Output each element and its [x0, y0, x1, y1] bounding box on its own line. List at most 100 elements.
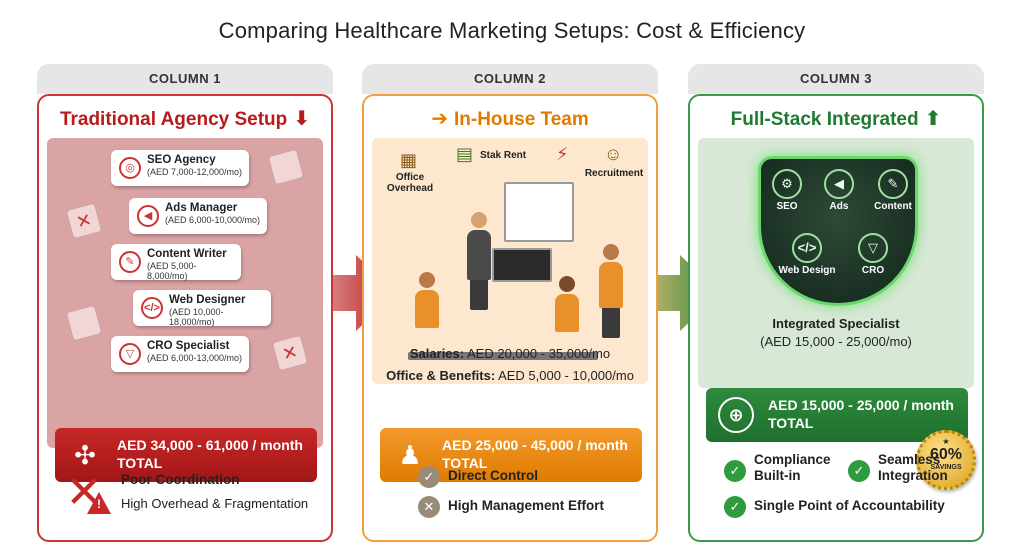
service-content: ✎ Content	[863, 169, 923, 212]
card-cost: (AED 7,000-12,000/mo)	[147, 167, 243, 177]
arrow-down-icon: ⬇	[293, 108, 311, 130]
column-full-stack-integrated: COLUMN 3 Full-Stack Integrated⬆ ⚙ SEO ◀ …	[688, 64, 984, 542]
page-title: Comparing Healthcare Marketing Setups: C…	[218, 18, 806, 43]
bottom-title-text: Poor Coordination	[121, 472, 240, 487]
scene-label-office: Office Overhead	[386, 172, 434, 194]
x-circle-icon: ✕	[418, 496, 440, 518]
puzzle-pieces-icon: ✣	[74, 440, 96, 470]
badge-percent: 60%	[929, 446, 963, 463]
check-circle-icon: ✓	[724, 496, 746, 518]
puzzle-piece-x-icon: ✕	[65, 202, 103, 240]
agency-card-cro: ▽ CRO Specialist (AED 6,000-13,000/mo)	[111, 336, 249, 372]
document-pen-icon: ✎	[878, 169, 908, 199]
total-label: TOTAL	[117, 455, 163, 471]
column-box: Full-Stack Integrated⬆ ⚙ SEO ◀ Ads ✎ Con…	[688, 94, 984, 542]
column-box: Traditional Agency Setup⬇ ✕ ✕ ◎ SEO Agen…	[37, 94, 333, 542]
team-member-man-seated	[552, 276, 582, 332]
globe-network-icon: ⊕	[718, 397, 754, 433]
service-seo: ⚙ SEO	[757, 169, 817, 212]
bottom-item-management-effort: High Management Effort	[448, 498, 604, 513]
column-heading: ➔In-House Team	[364, 106, 656, 131]
funnel-check-icon: ▽	[858, 233, 888, 263]
service-label: Web Design	[778, 265, 836, 276]
service-ads: ◀ Ads	[809, 169, 869, 212]
total-cost-bar: ✣ AED 34,000 - 61,000 / month TOTAL	[55, 428, 317, 482]
gear-icon: ⚙	[772, 169, 802, 199]
card-name: Content Writer	[147, 248, 227, 260]
bottom-subtitle: High Overhead & Fragmentation	[121, 496, 309, 511]
column-in-house-team: COLUMN 2 ➔In-House Team ▦ Office Overhea…	[362, 64, 658, 542]
scene-label-recruit: Recruitment	[584, 168, 644, 179]
badge-star: ★	[942, 437, 950, 446]
service-label: Ads	[829, 201, 849, 212]
bottom-item-text: High Management Effort	[448, 498, 605, 513]
agency-panel: ✕ ✕ ◎ SEO Agency (AED 7,000-12,000/mo) ◀…	[47, 138, 323, 448]
column-heading-text: Full-Stack Integrated	[730, 109, 919, 130]
presentation-board	[504, 182, 574, 242]
warning-mark: !	[97, 497, 101, 511]
total-cost-bar: ⊕ AED 15,000 - 25,000 / month TOTAL	[706, 388, 968, 442]
in-house-panel: ▦ Office Overhead ▤ Stak Rent ⚡ ☺ Recrui…	[372, 138, 648, 384]
integrated-title: Integrated Specialist	[772, 316, 900, 331]
benefit-integration: Seamless Integration	[878, 452, 958, 484]
arrow-right-icon: ➔	[431, 108, 448, 130]
service-label: Content	[874, 201, 912, 212]
column-tab: COLUMN 3	[688, 64, 984, 94]
shield-icon: ⚙ SEO ◀ Ads ✎ Content </> Web Design ▽	[758, 156, 918, 306]
benefit-compliance: Compliance Built-in	[754, 452, 844, 484]
bottom-item-direct-control: Direct Control	[448, 468, 538, 483]
card-cost: (AED 6,000-10,000/mo)	[165, 215, 261, 225]
integrated-panel: ⚙ SEO ◀ Ads ✎ Content </> Web Design ▽	[698, 138, 974, 388]
benefit-text: Seamless Integration	[878, 452, 948, 483]
agency-card-seo: ◎ SEO Agency (AED 7,000-12,000/mo)	[111, 150, 249, 186]
check-circle-icon: ✓	[724, 460, 746, 482]
document-pen-icon: ✎	[119, 251, 141, 273]
check-circle-icon: ✓	[418, 466, 440, 488]
puzzle-piece-icon	[267, 148, 305, 186]
total-amount: AED 25,000 - 45,000 / month	[442, 437, 628, 453]
office-benefits-line: Office & Benefits: AED 5,000 - 10,000/mo	[364, 368, 656, 383]
card-name: SEO Agency	[147, 154, 216, 166]
badge-label: SAVINGS	[930, 464, 962, 471]
agency-card-content: ✎ Content Writer (AED 5,000-8,000/mo)	[111, 244, 241, 281]
team-group-icon: ♟	[398, 440, 422, 470]
column-heading-text: Traditional Agency Setup	[59, 109, 288, 130]
lightning-icon: ⚡	[556, 144, 569, 164]
code-window-icon: </>	[792, 233, 822, 263]
team-member-presenter	[464, 212, 494, 310]
column-heading-text: In-House Team	[453, 109, 589, 130]
team-member-woman-right	[596, 244, 626, 338]
benefit-accountability: Single Point of Accountability	[754, 498, 945, 513]
office-benefits-value: AED 5,000 - 10,000/mo	[498, 368, 634, 383]
office-benefits-label: Office & Benefits:	[386, 368, 496, 383]
monitor-screen	[492, 248, 552, 282]
scene-label-rent: Stak Rent	[480, 150, 527, 161]
column-box: ➔In-House Team ▦ Office Overhead ▤ Stak …	[362, 94, 658, 542]
megaphone-icon: ◀	[137, 205, 159, 227]
puzzle-piece-icon	[65, 304, 103, 342]
total-amount: AED 15,000 - 25,000 / month	[768, 397, 954, 413]
card-name: Ads Manager	[165, 202, 238, 214]
benefit-text: Single Point of Accountability	[754, 498, 945, 513]
service-web-design: </> Web Design	[777, 233, 837, 276]
total-label: TOTAL	[768, 415, 814, 431]
card-name: CRO Specialist	[147, 340, 230, 352]
column-heading: Full-Stack Integrated⬆	[690, 106, 982, 131]
salaries-value: AED 20,000 - 35,000/mo	[467, 346, 611, 361]
integrated-cost: (AED 15,000 - 25,000/mo)	[760, 334, 912, 349]
total-label: TOTAL	[442, 455, 488, 471]
agency-card-ads: ◀ Ads Manager (AED 6,000-10,000/mo)	[129, 198, 267, 234]
salaries-label: Salaries:	[409, 346, 465, 361]
column-heading: Traditional Agency Setup⬇	[39, 106, 331, 131]
card-name: Web Designer	[169, 294, 246, 306]
bottom-item-text: Direct Control	[448, 468, 539, 483]
salaries-line: Salaries: AED 20,000 - 35,000/mo	[364, 346, 656, 361]
megaphone-icon: ◀	[824, 169, 854, 199]
arrow-up-icon: ⬆	[924, 108, 942, 130]
office-building-icon: ▦	[400, 150, 418, 170]
puzzle-piece-x-icon: ✕	[271, 334, 309, 372]
code-monitor-icon: </>	[141, 297, 163, 319]
team-member-woman-left	[412, 272, 442, 328]
service-label: CRO	[861, 265, 885, 276]
check-circle-icon: ✓	[848, 460, 870, 482]
